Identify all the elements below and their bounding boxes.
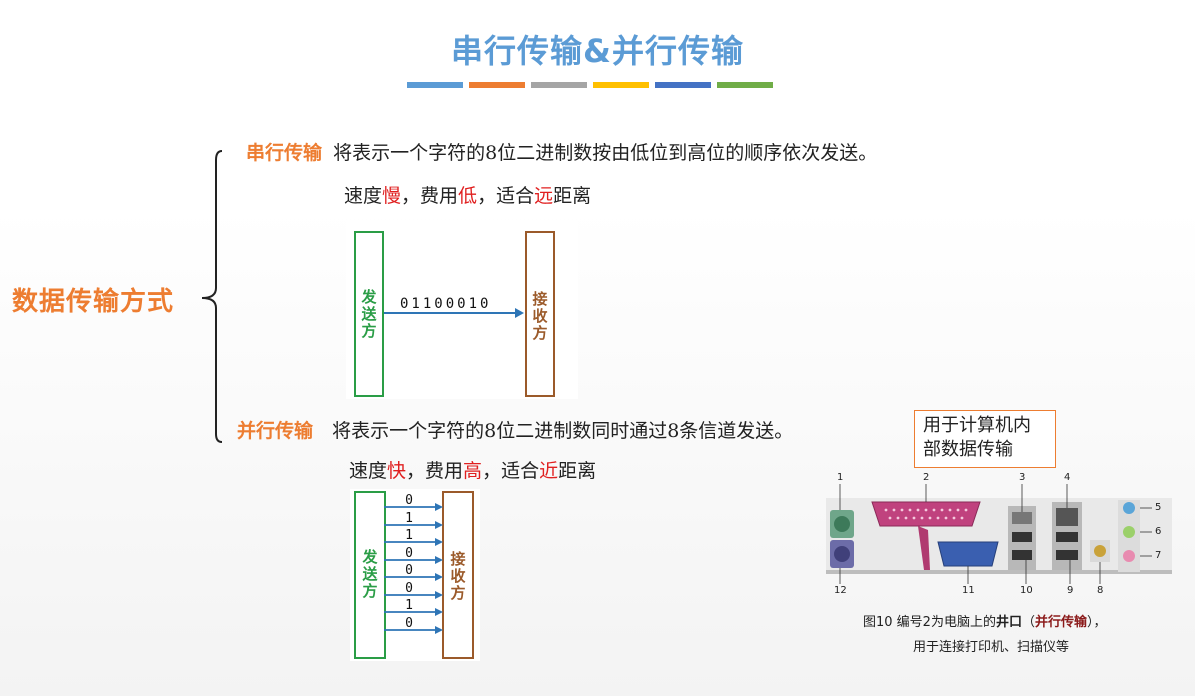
- parallel-receiver-label: 接收方: [450, 550, 466, 602]
- callout-box: 用于计算机内 部数据传输: [914, 410, 1056, 468]
- caption-prefix: 图10 编号2为电脑上的: [863, 615, 996, 630]
- port-number-8: 8: [1097, 585, 1104, 596]
- port-number-10: 10: [1020, 585, 1033, 596]
- parallel-channel-arrow: [384, 590, 443, 599]
- photo-caption-line-2: 用于连接打印机、扫描仪等: [913, 640, 1070, 655]
- parallel-bit: 1: [405, 510, 413, 526]
- parallel-bit: 0: [405, 580, 413, 596]
- port-number-11: 11: [962, 585, 975, 596]
- port-number-5: 5: [1155, 502, 1162, 513]
- caption-open: （: [1021, 615, 1035, 630]
- parallel-channel-arrow: [384, 555, 443, 564]
- speed-prefix: 速度: [344, 185, 383, 207]
- port-number-1: 1: [837, 472, 844, 483]
- serial-speed: 慢: [382, 185, 402, 207]
- serial-receiver-label: 接收方: [532, 290, 548, 342]
- parallel-bit: 0: [405, 545, 413, 561]
- parallel-channel-arrow: [384, 503, 443, 511]
- port-number-9: 9: [1067, 585, 1074, 596]
- parallel-speed: 快: [387, 460, 407, 482]
- accent-strip-segment: [407, 82, 463, 88]
- callout-line-2: 部数据传输: [923, 439, 1013, 460]
- accent-strip-segment: [717, 82, 773, 88]
- parallel-properties: 速度快，费用高，适合近距离: [349, 456, 596, 483]
- serial-bits: 01100010: [400, 296, 492, 312]
- parallel-bit: 0: [405, 615, 413, 631]
- slide-title: 串行传输&并行传输: [451, 32, 744, 70]
- parallel-channel-arrow: [384, 625, 443, 634]
- caption-close: ），: [1087, 615, 1107, 630]
- parallel-cost: 高: [463, 460, 483, 482]
- parallel-channel-arrow: [384, 573, 443, 581]
- parallel-description: 将表示一个字符的8位二进制数同时通过8条信道发送。: [332, 420, 794, 442]
- parallel-bit: 0: [405, 563, 413, 578]
- serial-description: 将表示一个字符的8位二进制数按由低位到高位的顺序依次发送。: [333, 142, 878, 164]
- callout-line-1: 用于计算机内: [923, 415, 1031, 436]
- accent-strip-segment: [469, 82, 525, 88]
- parallel-sender-label: 发送方: [362, 548, 378, 600]
- port-number-6: 6: [1155, 526, 1162, 537]
- parallel-channel-arrow: [384, 538, 443, 546]
- parallel-sender-box: 发送方: [354, 491, 386, 659]
- port-number-3: 3: [1019, 472, 1026, 483]
- io-panel-illustration: [826, 484, 1172, 584]
- speed-prefix: 速度: [349, 460, 388, 482]
- port-number-4: 4: [1064, 472, 1071, 483]
- photo-caption-line-1: 图10 编号2为电脑上的井口（并行传输），: [863, 611, 1107, 630]
- port-number-7: 7: [1155, 550, 1162, 561]
- accent-strip-segment: [531, 82, 587, 88]
- serial-properties: 速度慢，费用低，适合远距离: [344, 181, 591, 208]
- main-label: 数据传输方式: [12, 287, 175, 317]
- cost-prefix: ，费用: [406, 460, 464, 482]
- distance-prefix: ，适合: [482, 460, 540, 482]
- distance-suffix: 距离: [553, 185, 592, 207]
- distance-prefix: ，适合: [477, 185, 535, 207]
- parallel-channel-arrow: [384, 608, 443, 616]
- port-number-12: 12: [834, 585, 847, 596]
- curly-brace: [201, 150, 223, 443]
- serial-receiver-box: 接收方: [525, 231, 555, 397]
- caption-emphasis: 并行传输: [1034, 615, 1087, 630]
- serial-sender-label: 发送方: [361, 288, 377, 340]
- parallel-bit: 1: [405, 598, 413, 613]
- parallel-label: 并行传输: [237, 420, 314, 442]
- accent-strip-segment: [593, 82, 649, 88]
- serial-sender-box: 发送方: [354, 231, 384, 397]
- parallel-row: 并行传输 将表示一个字符的8位二进制数同时通过8条信道发送。: [237, 416, 793, 443]
- parallel-bit: 1: [405, 528, 413, 543]
- serial-arrow: [384, 308, 524, 318]
- serial-cost: 低: [458, 185, 478, 207]
- serial-label: 串行传输: [246, 142, 323, 164]
- parallel-distance: 近: [539, 460, 559, 482]
- serial-distance: 远: [534, 185, 554, 207]
- parallel-diagram: 发送方 接收方 0 1 1 0 0 0 1 0: [350, 489, 480, 661]
- serial-row: 串行传输 将表示一个字符的8位二进制数按由低位到高位的顺序依次发送。: [246, 138, 877, 165]
- io-panel-photo: 1 2 3 4 5 6 7 12 11 10 9 8: [826, 470, 1172, 600]
- parallel-channel-arrow: [384, 520, 443, 529]
- cost-prefix: ，费用: [401, 185, 459, 207]
- port-number-2: 2: [923, 472, 930, 483]
- parallel-bit: 0: [405, 493, 413, 508]
- distance-suffix: 距离: [558, 460, 597, 482]
- parallel-receiver-box: 接收方: [442, 491, 474, 659]
- accent-strip-segment: [655, 82, 711, 88]
- serial-diagram: 发送方 接收方 01100010: [346, 221, 578, 399]
- caption-bold: 井口: [995, 615, 1022, 630]
